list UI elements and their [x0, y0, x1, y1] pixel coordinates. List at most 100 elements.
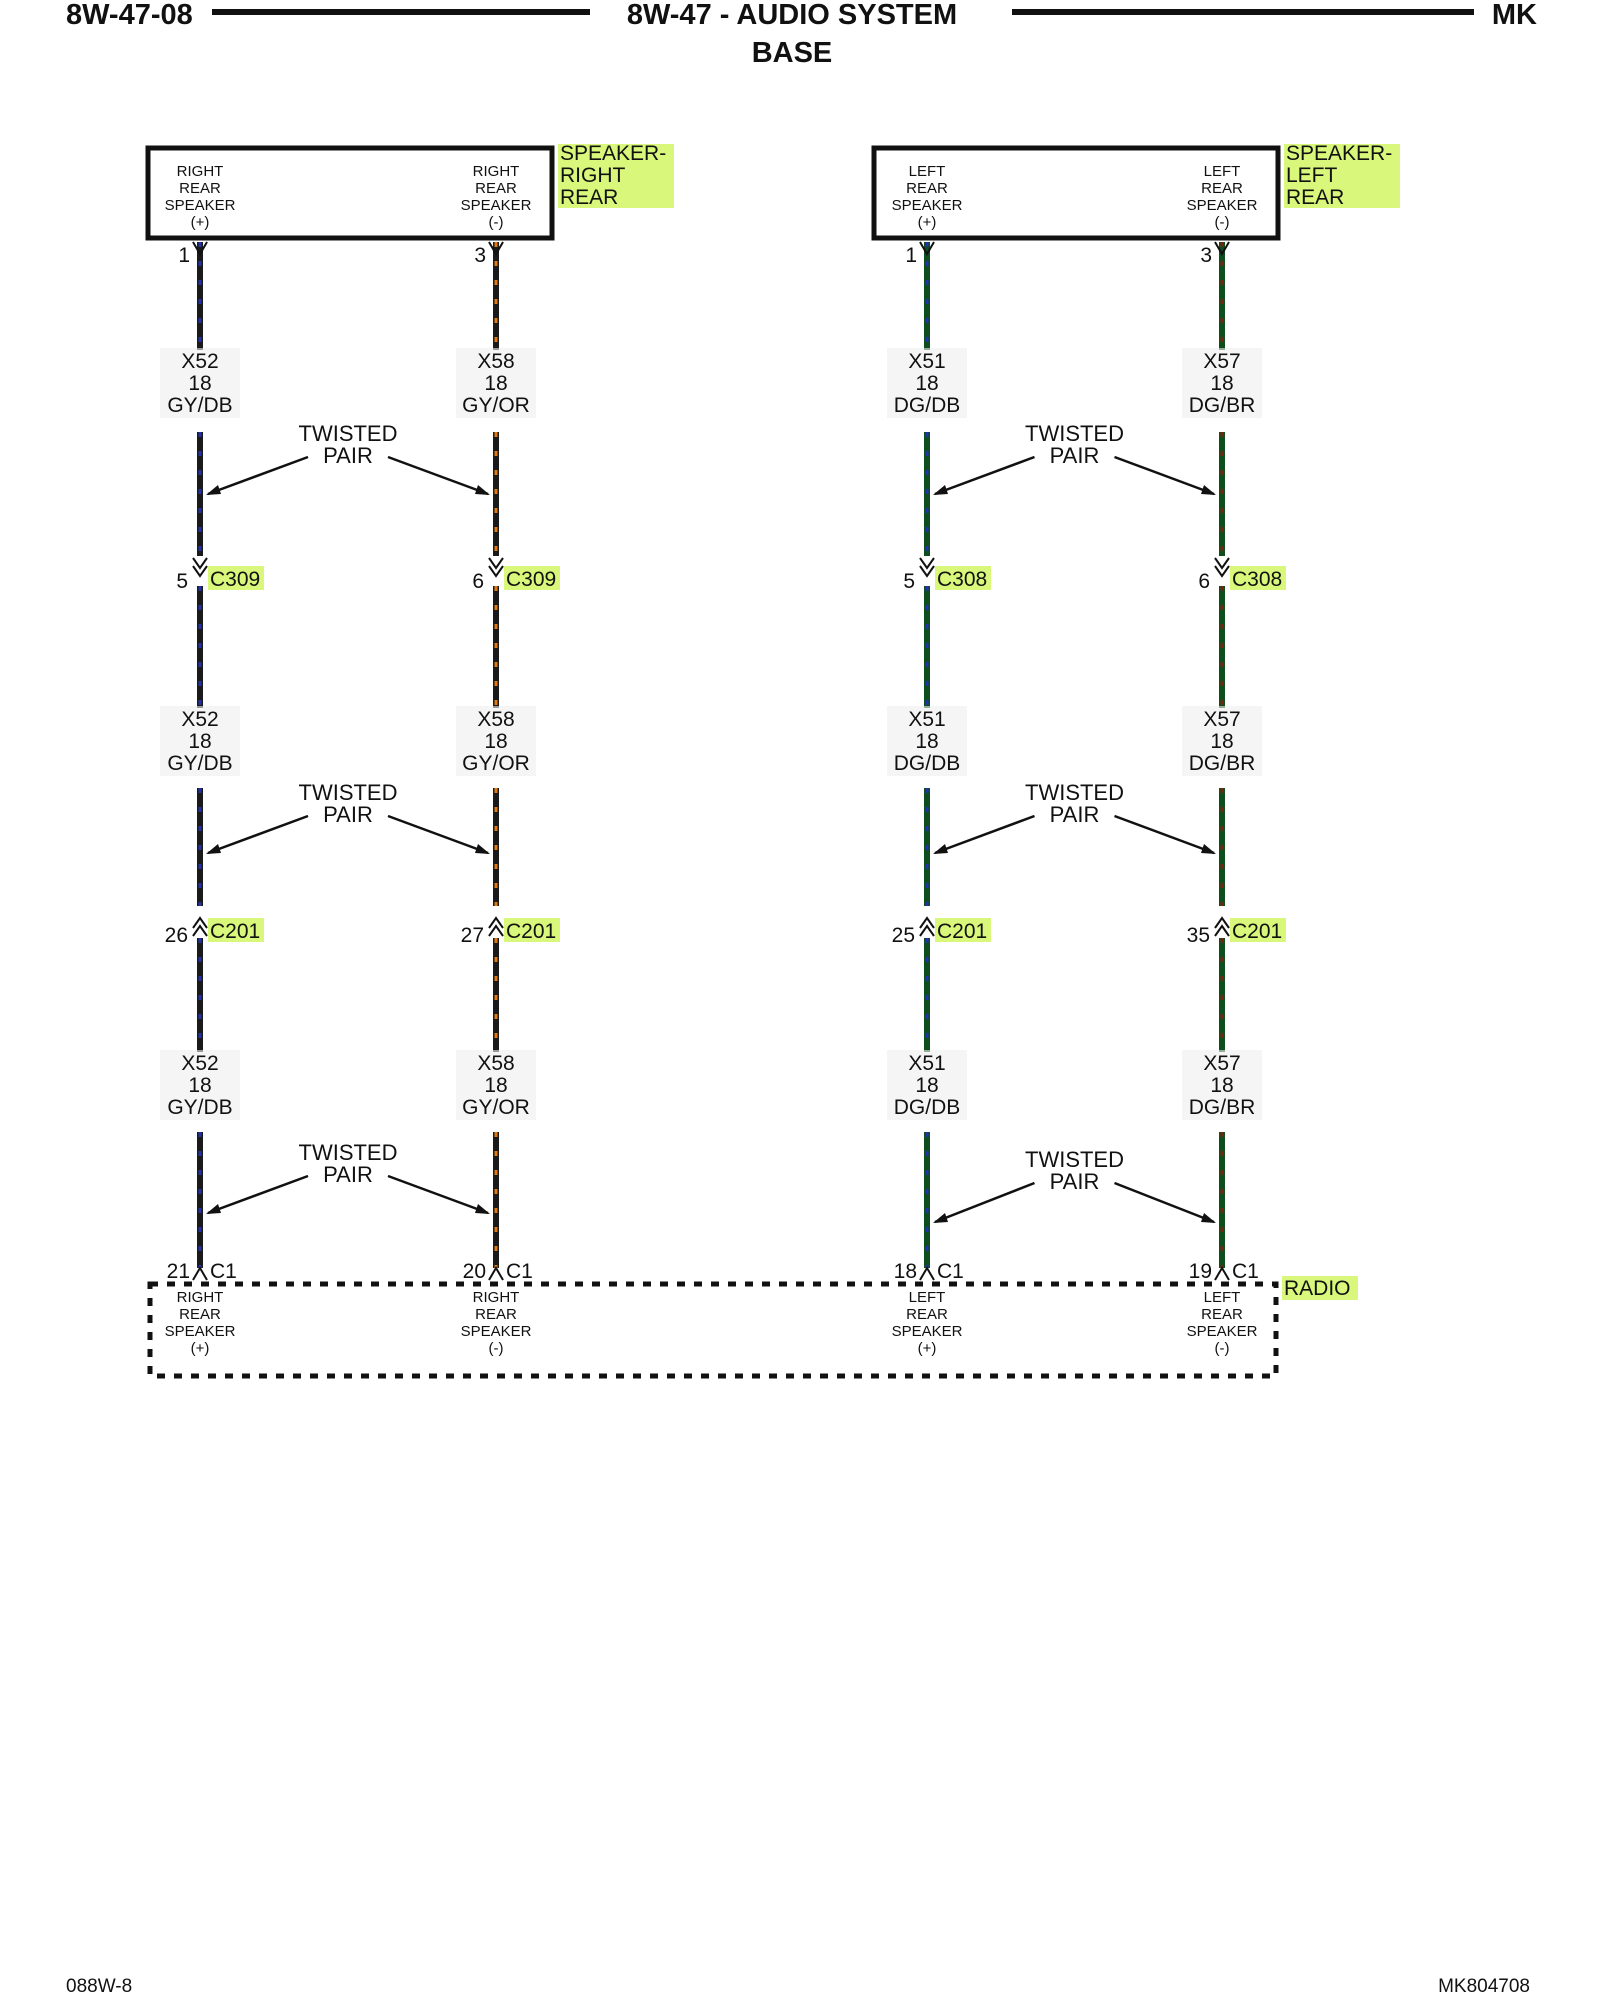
arrowhead-icon	[933, 485, 948, 495]
svg-text:SPEAKER: SPEAKER	[1187, 197, 1258, 214]
arrowhead-icon	[206, 1204, 221, 1214]
svg-text:SPEAKER: SPEAKER	[892, 197, 963, 214]
svg-text:RIGHT: RIGHT	[177, 1289, 224, 1306]
wire-label-bg	[1182, 348, 1262, 418]
speaker-right-pos-label: RIGHT REAR SPEAKER (+)	[165, 163, 236, 231]
radio-pin-terminal	[1214, 1266, 1230, 1281]
wire-color-code: GY/DB	[167, 394, 232, 417]
svg-text:SPEAKER: SPEAKER	[461, 1323, 532, 1340]
wire-label-bg	[160, 706, 240, 776]
connector-name-highlight	[935, 918, 991, 942]
wire-label-bg	[160, 348, 240, 418]
wire-gauge: 18	[1210, 730, 1233, 753]
svg-text:(-): (-)	[1215, 1340, 1230, 1357]
circuit-number: X57	[1203, 708, 1240, 731]
svg-text:REAR: REAR	[179, 1306, 221, 1323]
twisted-pair-arrow-right	[1114, 1181, 1215, 1224]
arrowhead-icon	[475, 844, 490, 854]
svg-text:LEFT: LEFT	[909, 1289, 946, 1306]
radio-connector-pin: 18 C1	[894, 1260, 964, 1283]
svg-text:SPEAKER: SPEAKER	[892, 1323, 963, 1340]
connector-pin-number: 6	[472, 570, 484, 593]
page-id: 8W-47-08	[66, 0, 193, 31]
twisted-pair-text: PAIR	[1050, 443, 1100, 468]
arrowhead-icon	[475, 1204, 490, 1214]
radio-box	[147, 1281, 1279, 1379]
radio-pin-number: 18	[894, 1260, 917, 1283]
svg-text:REAR: REAR	[906, 180, 948, 197]
wire-color-code: GY/OR	[462, 1096, 530, 1119]
speaker-pin-terminal	[919, 241, 935, 256]
radio-pin-number: 20	[463, 1260, 486, 1283]
twisted-pair-arrow-left	[207, 1174, 309, 1215]
twisted-pair-annotations: TWISTEDPAIRTWISTEDPAIRTWISTEDPAIRTWISTED…	[206, 421, 1216, 1224]
twisted-pair-text: PAIR	[1050, 802, 1100, 827]
svg-text:(+): (+)	[191, 1340, 210, 1357]
connector-pin-number: 6	[1198, 570, 1210, 593]
wire-color-code: DG/BR	[1189, 1096, 1256, 1119]
circuit-number: X58	[477, 1052, 514, 1075]
twisted-pair-arrow-right	[1114, 455, 1215, 496]
svg-text:RIGHT: RIGHT	[473, 1289, 520, 1306]
speaker-left-neg-label: LEFT REAR SPEAKER (-)	[1187, 163, 1258, 231]
twisted-pair-text: PAIR	[1050, 1169, 1100, 1194]
footer-right-code: MK804708	[1438, 1976, 1530, 1997]
svg-text:SPEAKER: SPEAKER	[165, 1323, 236, 1340]
wire-gauge: 18	[484, 372, 507, 395]
twisted-pair-text: TWISTED	[1025, 1147, 1124, 1172]
twisted-pair-arrow-right	[387, 814, 489, 855]
wire-label-bg	[1182, 1050, 1262, 1120]
wire-label-bg	[887, 1050, 967, 1120]
speaker-left-name-highlight	[1284, 144, 1400, 208]
connector-pin-number: 26	[165, 924, 188, 947]
wire-label-bg	[456, 348, 536, 418]
svg-text:REAR: REAR	[475, 1306, 517, 1323]
inline-connector-c308: 6 C308	[1198, 557, 1286, 593]
wire-color-code: DG/BR	[1189, 394, 1256, 417]
twisted-pair-arrow-left	[934, 814, 1035, 855]
circuit-number: X58	[477, 708, 514, 731]
twisted-pair-text: TWISTED	[299, 421, 398, 446]
wire-color-code: DG/DB	[894, 752, 961, 775]
svg-text:LEFT: LEFT	[909, 163, 946, 180]
circuit-number: X52	[181, 708, 218, 731]
connector-name: C308	[1232, 568, 1282, 591]
speaker-left-name-2: LEFT	[1286, 164, 1338, 187]
connector-name-highlight	[935, 566, 991, 590]
speaker-pin-number: 3	[474, 244, 486, 267]
circuit-number: X52	[181, 350, 218, 373]
speaker-left-name-1: SPEAKER-	[1286, 142, 1392, 165]
radio-connector-name: C1	[1232, 1260, 1259, 1283]
radio-connector-name: C1	[937, 1260, 964, 1283]
connector-name-highlight	[1230, 918, 1286, 942]
arrowhead-icon	[475, 485, 490, 495]
speaker-left-rear-box	[871, 145, 1281, 241]
circuit-number: X58	[477, 350, 514, 373]
speaker-right-name-1: SPEAKER-	[560, 142, 666, 165]
svg-text:REAR: REAR	[906, 1306, 948, 1323]
svg-text:SPEAKER: SPEAKER	[165, 197, 236, 214]
arrowhead-icon	[206, 485, 221, 495]
connector-terminal	[192, 557, 208, 570]
wire-color-code: GY/DB	[167, 752, 232, 775]
connector-name: C201	[1232, 920, 1282, 943]
speaker-pin-terminal	[1214, 241, 1230, 256]
radio-name: RADIO	[1284, 1277, 1351, 1300]
radio-pin-number: 21	[167, 1260, 190, 1283]
speaker-right-rear-box	[145, 145, 555, 241]
wire-label-bg	[1182, 706, 1262, 776]
radio-connector-name: C1	[210, 1260, 237, 1283]
svg-text:SPEAKER: SPEAKER	[1187, 1323, 1258, 1340]
wire-gauge: 18	[1210, 372, 1233, 395]
circuit-number: X57	[1203, 1052, 1240, 1075]
wire-label-bg	[456, 706, 536, 776]
connector-name-highlight	[208, 566, 264, 590]
radio-pin-terminal	[192, 1266, 208, 1281]
